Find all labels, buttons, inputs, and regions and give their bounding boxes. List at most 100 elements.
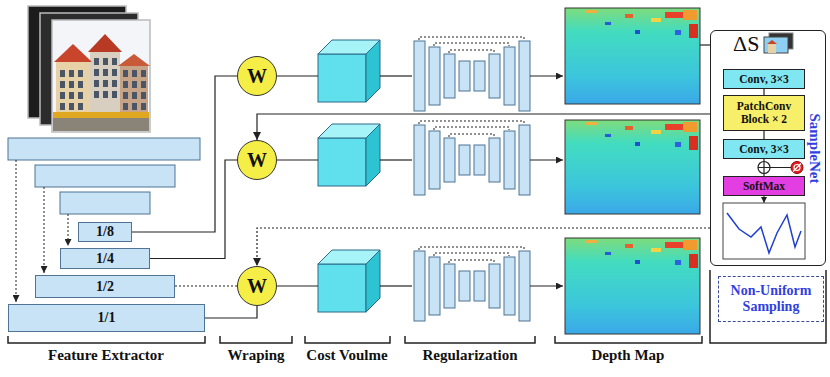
window: [112, 58, 117, 65]
regularization-unet: [414, 37, 530, 111]
regularization-unet: [414, 121, 530, 195]
mask-symbol: [794, 165, 800, 171]
window: [94, 91, 99, 98]
window: [78, 81, 83, 88]
flow-line: [277, 159, 318, 160]
depth-map-image: [565, 238, 700, 334]
flow-line: [700, 44, 710, 45]
depth-noise: [585, 10, 597, 13]
unet-layer: [519, 41, 530, 111]
unet-layer: [519, 251, 530, 321]
warping-circle: W: [237, 140, 277, 180]
feature-scale-box: 1/2: [35, 275, 175, 298]
depth-noise: [689, 136, 698, 150]
window: [123, 92, 128, 99]
box-label: W: [247, 275, 267, 298]
feature-scale-box: 1/8: [78, 222, 132, 242]
connector: [763, 131, 764, 139]
roof: [88, 34, 122, 52]
depth-noise: [635, 142, 640, 146]
unet-layer: [489, 54, 500, 98]
bracket: [710, 270, 826, 343]
window: [69, 92, 74, 99]
add-symbol: [758, 162, 770, 174]
distribution-plot: [723, 203, 805, 259]
depth-noise: [665, 12, 685, 18]
cube-side: [366, 250, 380, 312]
regularization-unet: [414, 247, 530, 321]
window: [60, 70, 65, 77]
samplenet-module: ΔSSampleNetConv, 3×3PatchConv Block × 2C…: [710, 30, 826, 266]
unet-layer: [429, 257, 440, 315]
box-label: W: [247, 65, 267, 88]
unet-skip: [449, 260, 494, 263]
depth-map: [565, 238, 700, 334]
window: [103, 69, 108, 76]
module-symbol: ΔS: [733, 32, 759, 56]
cost-volume-cube: [318, 250, 380, 312]
unet-skip: [449, 134, 494, 137]
unet-skip: [419, 37, 524, 40]
unet-layer: [459, 61, 470, 91]
window: [69, 70, 74, 77]
box-label: 1/2: [96, 279, 114, 295]
unet-skip: [434, 43, 509, 46]
unet-layer: [504, 131, 515, 189]
depth-noise: [651, 18, 661, 22]
flow-line: [380, 285, 412, 286]
window: [60, 103, 65, 110]
box-label: Conv, 3×3: [739, 73, 788, 86]
flow-line: [277, 285, 318, 286]
box-label: 1/1: [98, 310, 116, 326]
window: [141, 103, 146, 110]
cube-front: [318, 264, 366, 312]
unet-layer: [444, 54, 455, 98]
depth-noise: [605, 22, 611, 25]
bracket: [8, 336, 205, 343]
box-label: Conv, 3×3: [739, 143, 788, 156]
flow-line: [530, 159, 563, 160]
box-label: 1/8: [96, 224, 114, 240]
unet-layer: [474, 61, 485, 91]
unet-skip: [449, 50, 494, 53]
warping-circle: W: [237, 266, 277, 306]
flow-line: [530, 75, 563, 76]
bracket: [220, 336, 292, 343]
sampling-note-box: Non-Uniform Sampling: [718, 276, 824, 322]
stage-label: Feature Extractor: [48, 346, 164, 364]
depth-noise: [625, 14, 633, 18]
cost-volume-cube: [318, 40, 380, 102]
building-part: [90, 52, 120, 122]
unet-layer: [474, 145, 485, 175]
add-symbol: [758, 162, 770, 174]
roof: [54, 44, 92, 62]
box-label: W: [247, 149, 267, 172]
depth-noise: [625, 244, 633, 248]
distribution-curve: [727, 213, 801, 253]
connector: [132, 76, 237, 232]
unet-layer: [459, 271, 470, 301]
cube-side: [366, 40, 380, 102]
window: [132, 70, 137, 77]
window: [78, 70, 83, 77]
window: [132, 103, 137, 110]
depth-noise: [605, 134, 611, 137]
window: [69, 103, 74, 110]
depth-noise: [665, 242, 685, 248]
feature-bar: [35, 165, 175, 187]
depth-noise: [635, 30, 640, 34]
depth-map: [565, 8, 700, 104]
warping-circle: W: [237, 56, 277, 96]
connector: [150, 160, 237, 259]
depth-noise: [665, 124, 685, 130]
depth-map: [565, 120, 700, 214]
unet-layer: [489, 138, 500, 182]
unet-skip: [434, 127, 509, 130]
window: [94, 80, 99, 87]
depth-noise: [585, 240, 597, 243]
cube-front: [318, 54, 366, 102]
unet-skip: [434, 253, 509, 256]
building-part: [53, 112, 149, 118]
module-name: SampleNet: [807, 113, 822, 183]
